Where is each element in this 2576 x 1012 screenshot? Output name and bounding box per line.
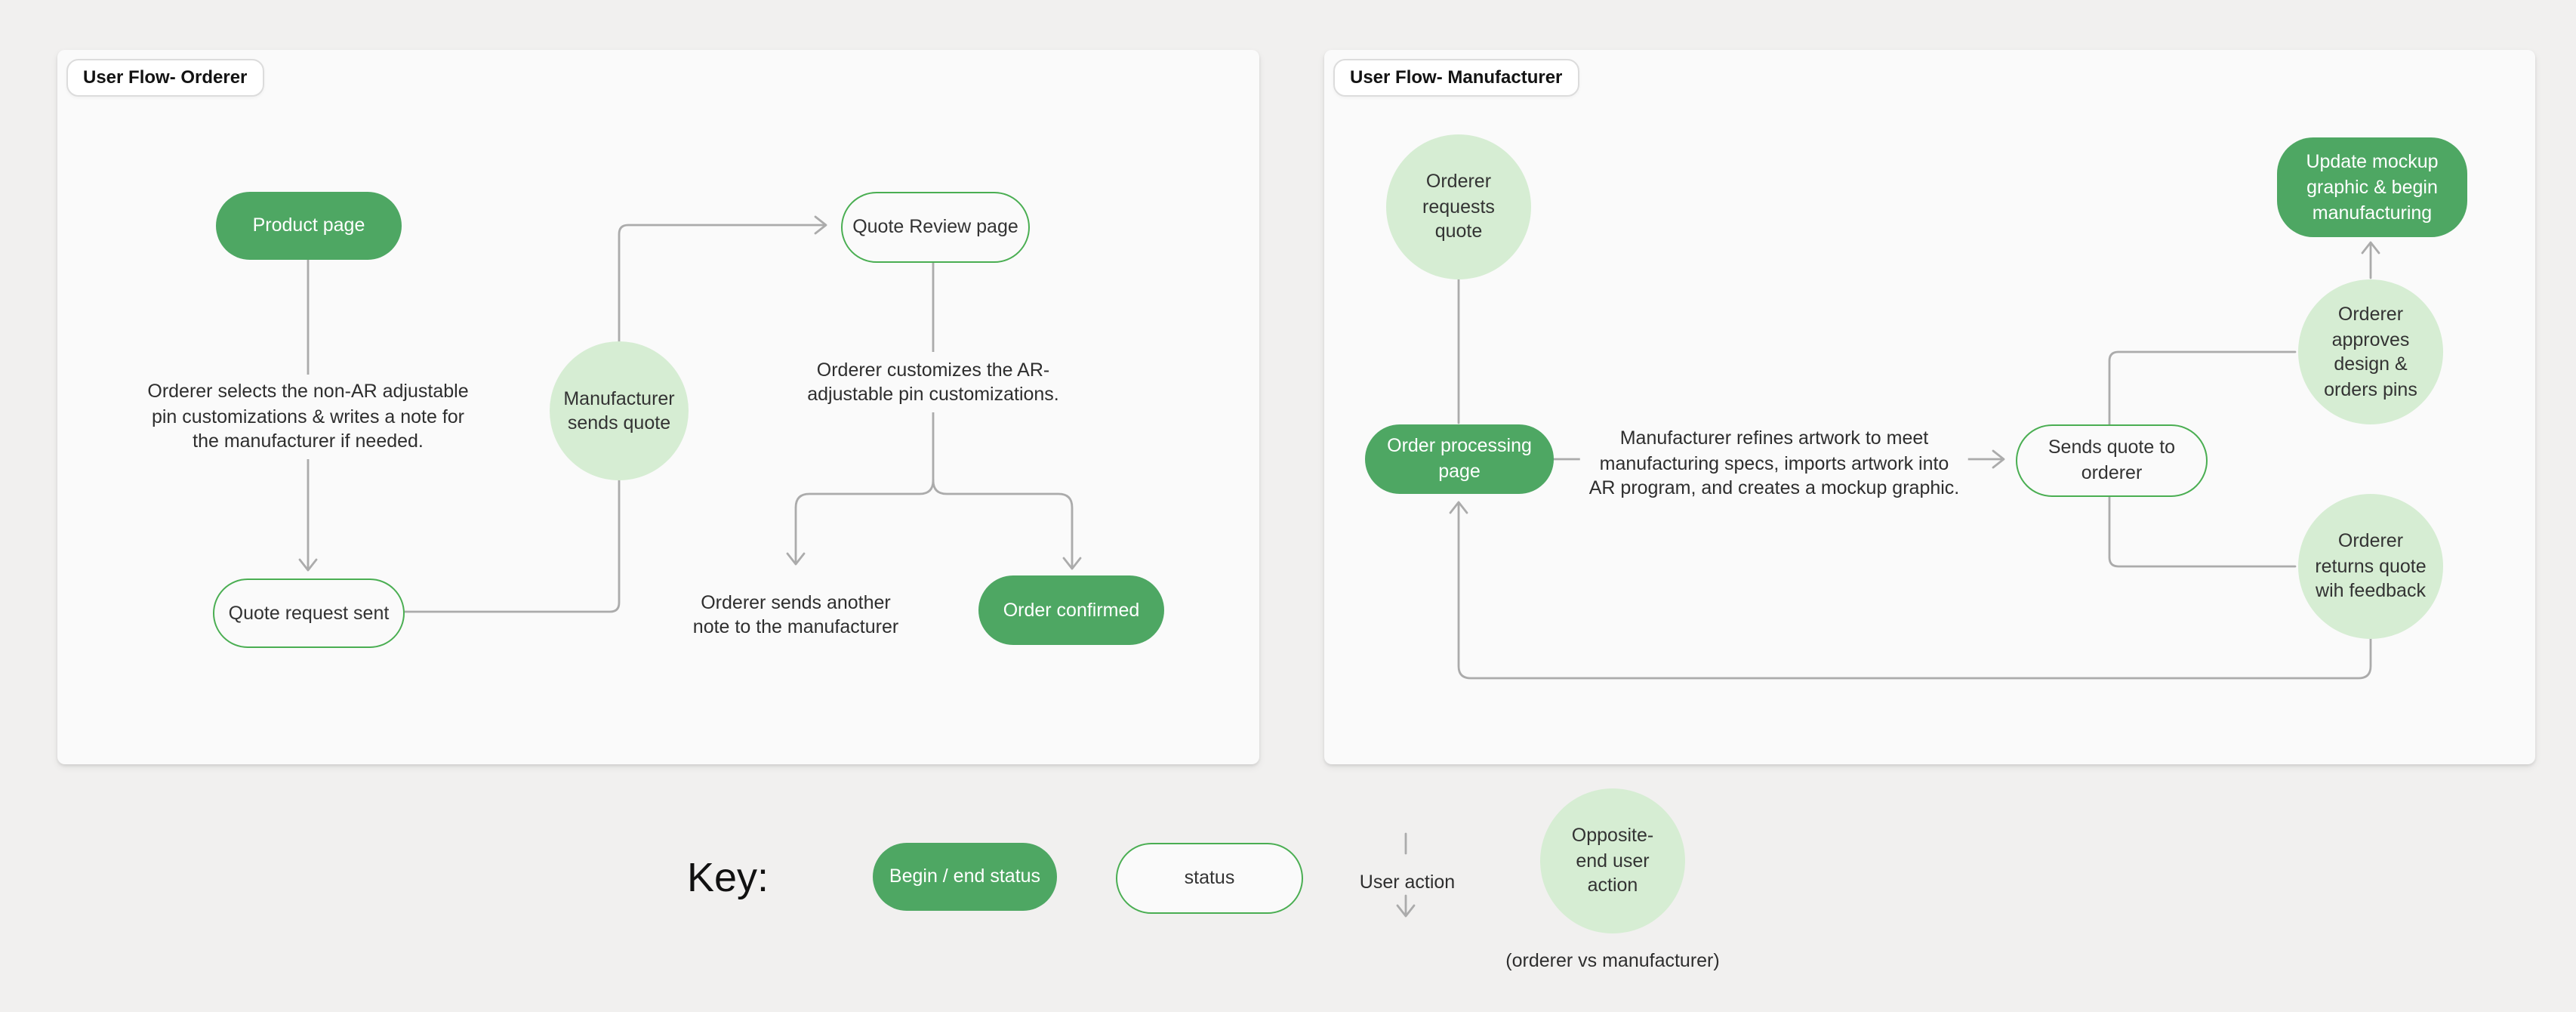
node-sends-quote-to-orderer[interactable]: Sends quote to orderer [2016,424,2208,497]
node-quote-review-page[interactable]: Quote Review page [841,192,1030,263]
key-user-action-arrow [1396,894,1416,918]
key-begin-end-status[interactable]: Begin / end status [873,843,1057,911]
node-order-processing-page[interactable]: Order processing page [1365,424,1554,494]
node-order-confirmed[interactable]: Order confirmed [978,575,1164,645]
note-orderer-customizes: Orderer customizes the AR- adjustable pi… [798,352,1068,412]
key-user-action-label: User action [1359,872,1456,893]
node-quote-request-sent[interactable]: Quote request sent [213,579,405,648]
note-orderer-selects: Orderer selects the non-AR adjustable pi… [138,375,478,459]
node-orderer-approves[interactable]: Orderer approves design & orders pins [2298,279,2443,424]
key-label: Key: [687,855,769,900]
node-product-page[interactable]: Product page [216,192,402,260]
note-manufacturer-refines: Manufacturer refines artwork to meet man… [1579,421,1969,506]
key-status[interactable]: status [1116,843,1303,914]
key-opposite-end-user-action[interactable]: Opposite- end user action [1540,788,1685,933]
node-orderer-requests-quote[interactable]: Orderer requests quote [1386,134,1531,279]
key-caption: (orderer vs manufacturer) [1505,950,1720,971]
node-orderer-returns[interactable]: Orderer returns quote wih feedback [2298,494,2443,639]
panel-title-manufacturer[interactable]: User Flow- Manufacturer [1333,59,1579,97]
node-update-mockup[interactable]: Update mockup graphic & begin manufactur… [2277,137,2467,237]
node-manufacturer-sends-quote[interactable]: Manufacturer sends quote [550,341,689,480]
note-orderer-sends-note: Orderer sends another note to the manufa… [683,585,908,645]
panel-title-orderer[interactable]: User Flow- Orderer [66,59,264,97]
